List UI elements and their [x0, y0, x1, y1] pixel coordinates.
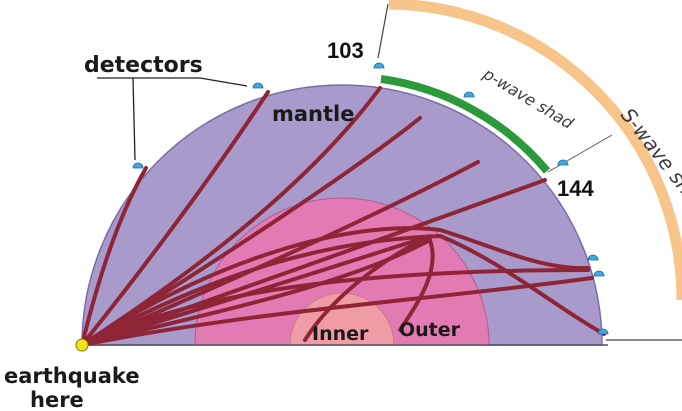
p-wave-tick-144 — [547, 134, 613, 173]
p-wave-shadow-arc — [380, 75, 551, 174]
ray — [80, 233, 606, 347]
earthquake-label-line1: earthquake — [4, 364, 140, 388]
detector-icon — [373, 62, 385, 69]
detector-icon — [597, 328, 609, 335]
detector-icon — [132, 162, 144, 169]
ray — [80, 276, 594, 347]
ray — [80, 234, 431, 347]
detectors-label: detectors — [84, 53, 203, 78]
detectors — [132, 62, 609, 335]
angle-144-label: 144 — [557, 176, 594, 201]
angle-103-label: 103 — [327, 38, 364, 63]
seismic-rays — [80, 86, 606, 347]
detector-icon — [252, 82, 264, 89]
detector-icon — [463, 91, 475, 98]
ray — [80, 90, 270, 347]
detector-pointers — [97, 77, 248, 161]
pointer-line — [97, 77, 136, 161]
ray — [80, 116, 422, 347]
earthquake-icon — [75, 338, 89, 352]
ray — [80, 237, 435, 347]
inner-core-label: Inner — [312, 323, 369, 345]
detector-icon — [557, 159, 569, 166]
earthquake-label-line2: here — [30, 388, 84, 411]
ray — [80, 226, 590, 347]
detector-icon — [593, 270, 605, 277]
mantle-label: mantle — [272, 102, 354, 126]
pointer-line — [199, 77, 248, 87]
detector-icon — [587, 254, 599, 261]
outer-core-label: Outer — [399, 319, 461, 341]
s-wave-bracket-top — [377, 3, 389, 59]
s-wave-shadow-arc — [388, 0, 682, 301]
ray — [80, 166, 148, 347]
ray — [80, 268, 590, 347]
